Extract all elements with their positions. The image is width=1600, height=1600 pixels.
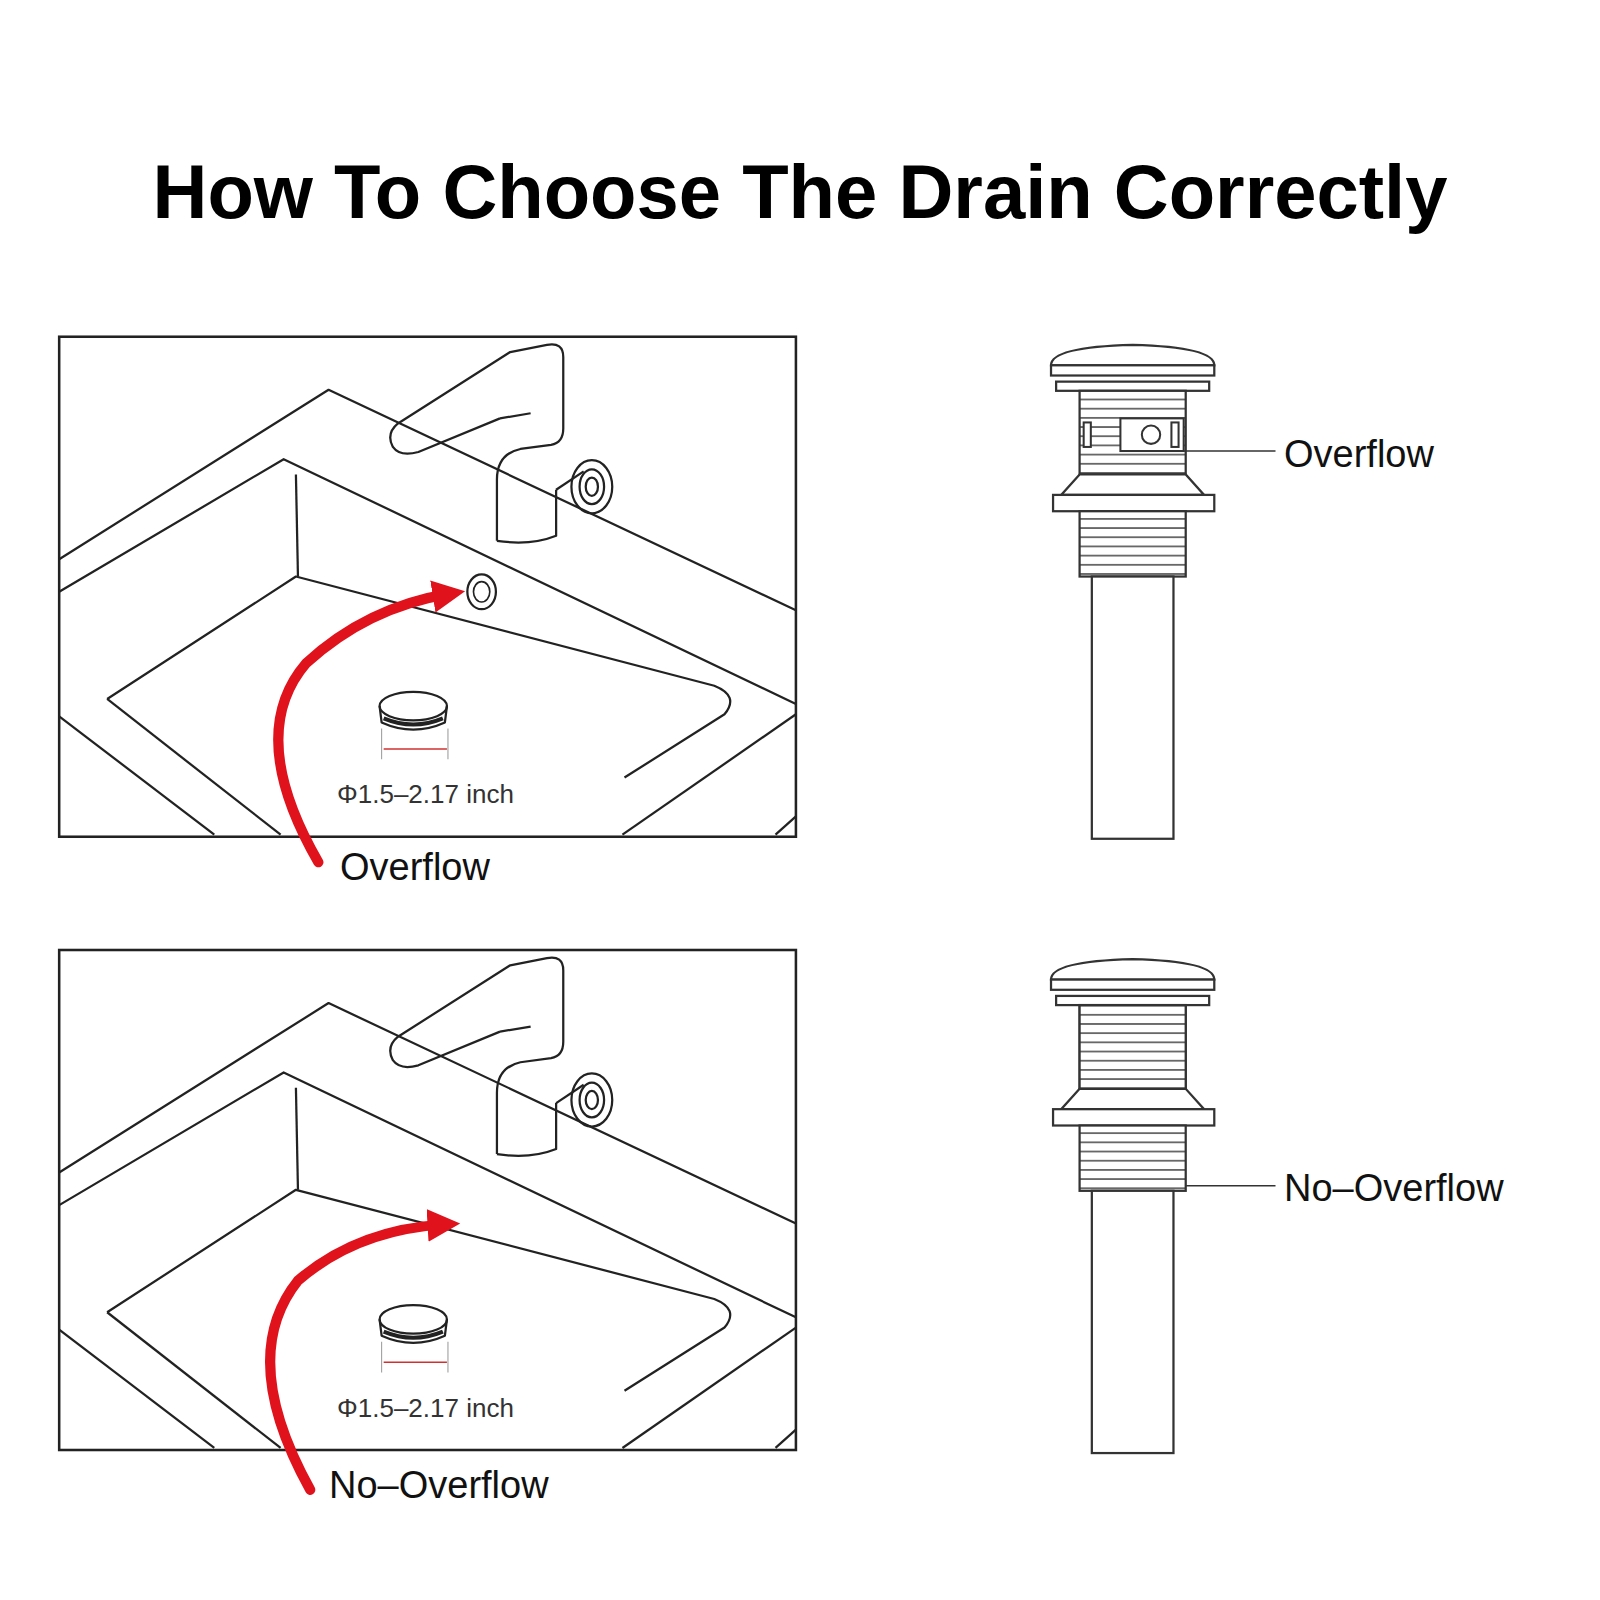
page-title: How To Choose The Drain Correctly xyxy=(0,150,1600,234)
dimension-label: Φ1.5–2.17 inch xyxy=(337,1394,514,1423)
dimension-label: Φ1.5–2.17 inch xyxy=(337,780,514,809)
no-overflow-label: No–Overflow xyxy=(1284,1168,1504,1210)
no-overflow-label: No–Overflow xyxy=(329,1465,549,1507)
overflow-label: Overflow xyxy=(340,847,490,889)
overflow-label: Overflow xyxy=(1284,434,1434,476)
